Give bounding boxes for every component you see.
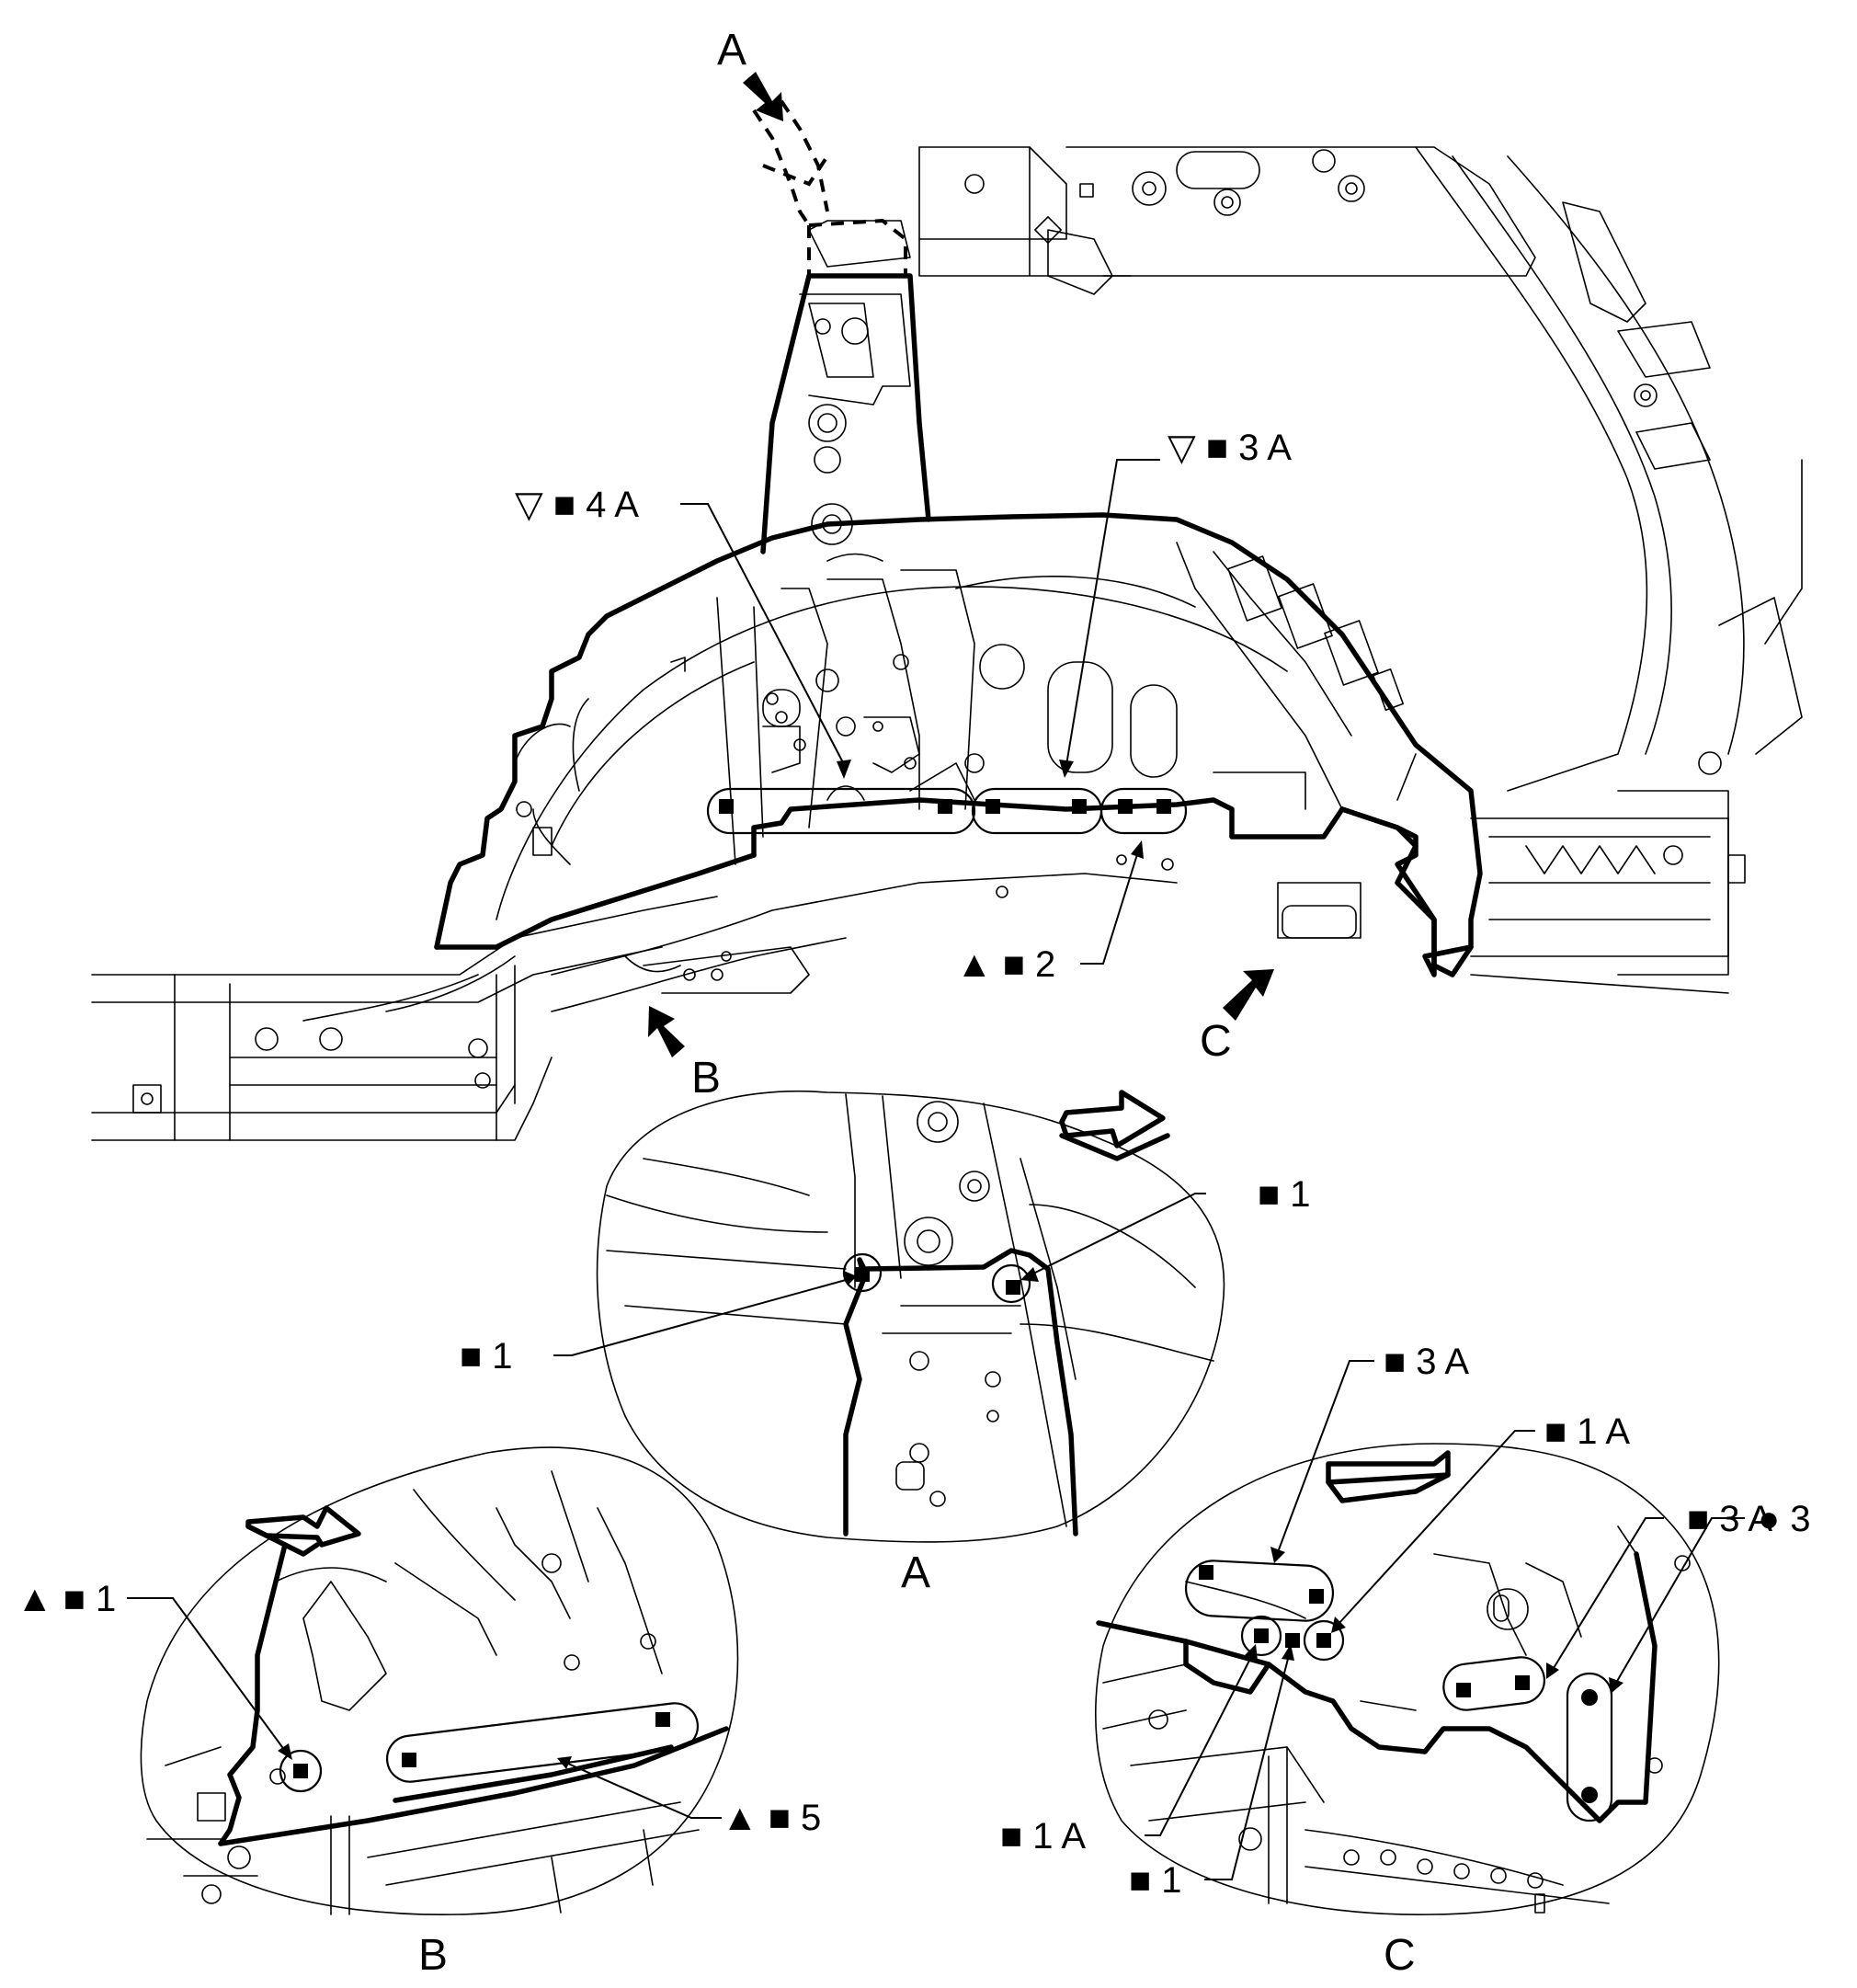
detail-a-frame [596, 1090, 1225, 1543]
weld-spot [1199, 1565, 1213, 1580]
weld-spot [1285, 1633, 1300, 1648]
detail-b-callout-5: ▲ ■ 5 [722, 1798, 821, 1838]
weld-spot [655, 1712, 670, 1727]
weld-spot [1456, 1683, 1471, 1697]
rear-frame-right [1470, 817, 1746, 994]
dashed-outline-a [752, 99, 907, 276]
weld-spot [1515, 1675, 1530, 1690]
view-a-arrow-icon [743, 72, 783, 121]
detail-a-caption: A [901, 1548, 930, 1597]
weld-spot [293, 1764, 308, 1778]
weld-spot [1156, 799, 1171, 814]
detail-c-callout-1a-bottom: ■ 1 A [1000, 1816, 1086, 1857]
view-a-label: A [717, 26, 746, 74]
view-c-arrow-icon [1223, 969, 1274, 1021]
rear-floor-structure [91, 873, 1178, 1141]
main-leaders [680, 459, 1160, 965]
detail-c-callout-1-bottom: ■ 1 [1129, 1860, 1182, 1901]
detail-c-callout-1a-top: ■ 1 A [1544, 1411, 1630, 1452]
weld-spot [719, 799, 734, 814]
detail-b-frame [140, 1446, 739, 1915]
weld-spot [1072, 799, 1087, 814]
weld-spot [1581, 1787, 1598, 1803]
detail-c-callout-3-dot: ● 3 [1758, 1499, 1811, 1539]
detail-a-callout-right: ■ 1 [1258, 1174, 1311, 1215]
weld-spot [855, 1267, 870, 1282]
main-view: A B C ▽ ■ 4 A ▽ ■ 3 A ▲ ■ 2 [91, 26, 1803, 1141]
callout-4a: ▽ ■ 4 A [515, 485, 639, 525]
detail-c-frame [1095, 1443, 1720, 1915]
weld-spot [985, 799, 1000, 814]
detail-b-caption: B [418, 1931, 448, 1980]
callout-3a: ▽ ■ 3 A [1168, 428, 1292, 468]
detail-c-callout-3a-right: ■ 3 A [1687, 1499, 1772, 1539]
view-c-label: C [1200, 1017, 1232, 1066]
detail-a: ■ 1 ■ 1 A [460, 1090, 1311, 1597]
main-weld-groups [706, 787, 1188, 835]
weld-spot [938, 799, 952, 814]
view-b-arrow-icon [648, 1006, 685, 1057]
c-pillar-upper [760, 146, 1803, 976]
weld-spot [1006, 1280, 1020, 1295]
callout-2: ▲ ■ 2 [956, 944, 1055, 985]
weld-spot [402, 1753, 416, 1767]
detail-c-caption: C [1384, 1931, 1416, 1980]
detail-a-callout-left: ■ 1 [460, 1336, 513, 1377]
view-b-label: B [691, 1054, 721, 1103]
wheelhouse-panel [434, 512, 1483, 977]
weld-spot [1581, 1689, 1598, 1706]
detail-b-callout-1: ▲ ■ 1 [17, 1579, 116, 1619]
detail-c: ■ 3 A ■ 1 A ■ 3 A ● 3 ■ 1 A ■ 1 C [1000, 1342, 1811, 1980]
weld-spot [1118, 799, 1133, 814]
weld-spot [1254, 1628, 1269, 1643]
detail-b: ▲ ■ 1 ▲ ■ 5 B [17, 1446, 821, 1980]
weld-spot [1309, 1589, 1324, 1604]
weld-spot [1316, 1633, 1331, 1648]
detail-c-callout-3a-top: ■ 3 A [1384, 1342, 1469, 1382]
view-arrows [648, 72, 1274, 1057]
